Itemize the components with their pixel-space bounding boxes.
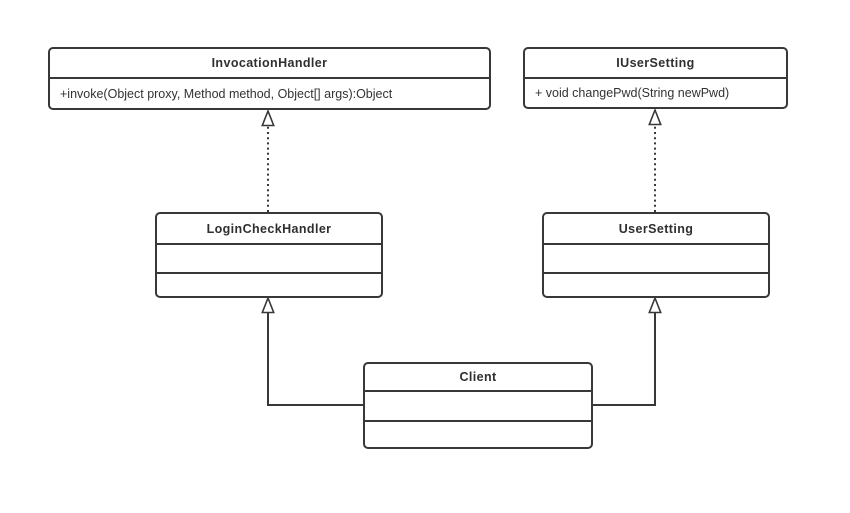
attributes-compartment (544, 245, 768, 272)
hollow-triangle-arrowhead (261, 108, 275, 127)
methods-compartment (157, 272, 381, 296)
class-title-usersetting: UserSetting (544, 214, 768, 245)
generalization-edge-client-to-usersetting (593, 295, 662, 406)
attributes-compartment (157, 245, 381, 272)
class-title-client: Client (365, 364, 591, 392)
class-title-logincheckhandler: LoginCheckHandler (157, 214, 381, 245)
realization-edge-usersetting-to-iusersetting (648, 107, 662, 212)
methods-compartment (365, 420, 591, 447)
class-box-logincheckhandler: LoginCheckHandler (155, 212, 383, 298)
class-member-changepwd: + void changePwd(String newPwd) (535, 86, 730, 100)
realization-edge-logincheckhandler-to-invocationhandler (261, 108, 275, 212)
attributes-compartment (365, 392, 591, 420)
class-box-usersetting: UserSetting (542, 212, 770, 298)
methods-compartment (544, 272, 768, 296)
class-box-invocationhandler: InvocationHandler +invoke(Object proxy, … (48, 47, 491, 110)
hollow-triangle-arrowhead (261, 295, 275, 314)
hollow-triangle-arrowhead (648, 107, 662, 126)
generalization-edge-client-to-logincheckhandler (261, 295, 363, 406)
class-box-iusersetting: IUserSetting + void changePwd(String new… (523, 47, 788, 109)
class-box-client: Client (363, 362, 593, 449)
class-title-iusersetting: IUserSetting (525, 49, 786, 79)
class-title-invocationhandler: InvocationHandler (50, 49, 489, 79)
class-member-invoke: +invoke(Object proxy, Method method, Obj… (60, 86, 393, 101)
hollow-triangle-arrowhead (648, 295, 662, 314)
